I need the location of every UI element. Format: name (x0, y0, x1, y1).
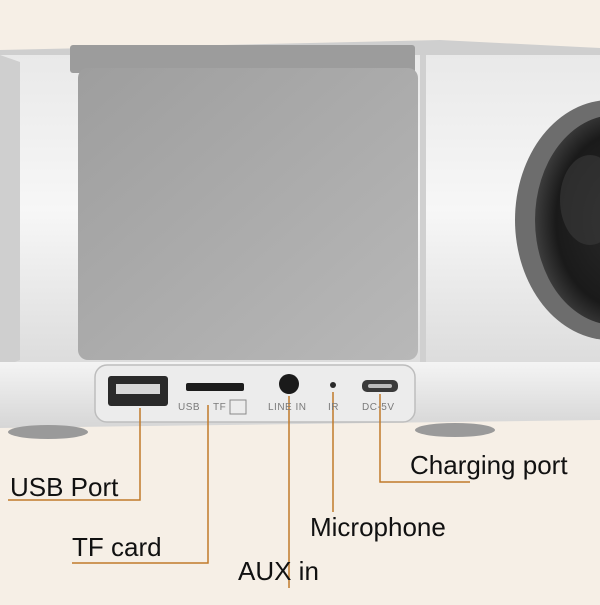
usb-leader-line (8, 408, 141, 501)
port-recess (94, 364, 416, 423)
usb-port-tongue (116, 384, 160, 394)
tf-card-slot (186, 383, 244, 391)
leader-lines (8, 392, 470, 588)
port-label-usb: USB (178, 402, 201, 413)
tf-leader-line (72, 405, 209, 564)
top-tab (70, 45, 415, 73)
foot-left (8, 425, 88, 439)
tf-card-icon (229, 399, 247, 415)
charging-port-callout: Charging port (410, 450, 568, 480)
aux-in-callout: AUX in (238, 556, 319, 586)
foot-right (415, 423, 495, 437)
lens-reflection (560, 155, 600, 245)
port-label-dc: DC-5V (362, 402, 395, 413)
charging-leader-line (379, 394, 470, 483)
tf-card-callout: TF card (72, 532, 162, 562)
body-seam (420, 55, 426, 365)
microphone-hole (330, 382, 336, 388)
gray-front-panel (78, 68, 418, 360)
side-face (0, 55, 20, 368)
port-label-tf: TF (213, 402, 227, 413)
aux-jack (279, 374, 299, 394)
port-label-ir: IR (328, 402, 339, 413)
usb-port-callout: USB Port (10, 472, 119, 502)
port-label-line-in: LINE IN (268, 402, 307, 413)
microphone-callout: Microphone (310, 512, 446, 542)
charging-port-pin (368, 384, 392, 388)
